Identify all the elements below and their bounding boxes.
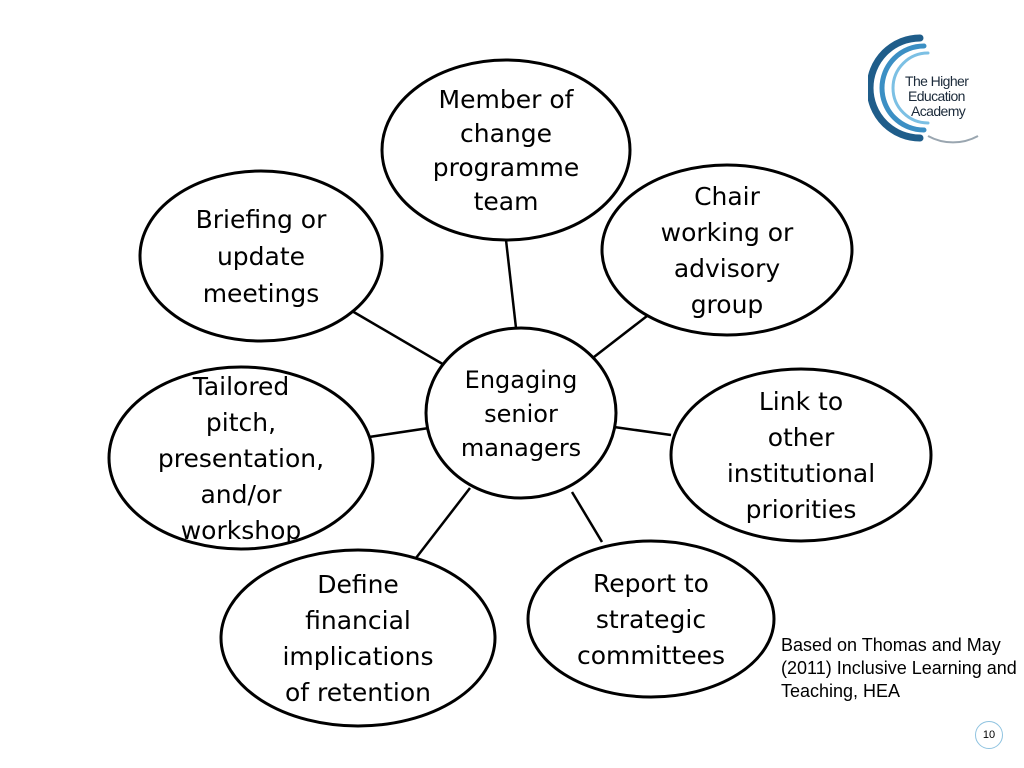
logo-line: Academy xyxy=(911,103,966,119)
diagram-nodes: Member of change programme team Chair working… xyxy=(107,58,933,728)
node-label-center: senior xyxy=(484,400,558,428)
node-label-center: Engaging xyxy=(465,366,578,394)
node-label-tailored: workshop xyxy=(181,516,302,545)
node-label-report: committees xyxy=(577,641,725,670)
node-label-briefing: update xyxy=(217,242,305,271)
node-label-member: team xyxy=(474,187,539,216)
connectors xyxy=(351,239,672,559)
node-ellipse-briefing xyxy=(138,169,384,343)
logo-line: Education xyxy=(908,88,965,104)
node-tailored: Tailored pitch, presentation, and/or worksho… xyxy=(107,365,375,551)
node-label-define: implications xyxy=(282,642,433,671)
node-ellipse-report xyxy=(526,539,776,699)
node-label-chair: working or xyxy=(661,218,794,247)
node-report: Report to strategic committees xyxy=(526,539,776,699)
node-label-link: Link to xyxy=(759,387,843,416)
node-label-member: Member of xyxy=(439,85,575,114)
node-label-report: strategic xyxy=(596,605,706,634)
connector-member xyxy=(504,239,518,329)
node-label-briefing: meetings xyxy=(203,279,320,308)
node-label-link: priorities xyxy=(746,495,857,524)
node-label-link: institutional xyxy=(727,459,875,488)
page-number: 10 xyxy=(975,721,1003,749)
node-ellipse-define xyxy=(219,548,497,728)
node-label-member: change xyxy=(460,119,552,148)
node-ellipse-link xyxy=(669,367,933,543)
node-briefing: Briefing or update meetings xyxy=(138,169,384,343)
node-chair: Chair working or advisory group xyxy=(600,163,854,337)
node-label-define: Define xyxy=(317,570,399,599)
node-label-center: managers xyxy=(461,434,581,462)
node-ellipse-chair xyxy=(600,163,854,337)
node-label-briefing: Briefing or xyxy=(196,205,327,234)
node-label-tailored: Tailored xyxy=(192,372,290,401)
node-label-chair: advisory xyxy=(674,254,781,283)
node-center: Engaging senior managers xyxy=(424,326,618,500)
connector-tailored xyxy=(368,426,430,439)
node-ellipse-tailored xyxy=(107,365,375,551)
connector-chair xyxy=(593,315,648,358)
node-label-report: Report to xyxy=(593,569,709,598)
node-ellipse-center xyxy=(424,326,618,500)
node-label-chair: Chair xyxy=(694,182,761,211)
connector-define xyxy=(415,487,471,559)
hea-logo-icon xyxy=(868,34,979,144)
logo-text: The Higher Education Academy xyxy=(905,73,969,119)
node-label-tailored: pitch, xyxy=(206,408,276,437)
connector-report xyxy=(570,491,604,543)
source-note: Based on Thomas and May (2011) Inclusive… xyxy=(781,635,1017,701)
node-member: Member of change programme team xyxy=(380,58,632,242)
node-label-tailored: presentation, xyxy=(158,444,324,473)
node-label-tailored: and/or xyxy=(200,480,282,509)
node-label-chair: group xyxy=(691,290,764,319)
logo-line: The Higher xyxy=(905,73,969,89)
node-link: Link to other institutional priorities xyxy=(669,367,933,543)
node-define: Define financial implications of retention xyxy=(219,548,497,728)
node-label-define: financial xyxy=(305,606,411,635)
connector-link xyxy=(613,425,672,437)
node-ellipse-member xyxy=(380,58,632,242)
node-label-link: other xyxy=(768,423,835,452)
node-label-define: of retention xyxy=(285,678,431,707)
connector-briefing xyxy=(351,309,447,368)
node-label-member: programme xyxy=(433,153,579,182)
